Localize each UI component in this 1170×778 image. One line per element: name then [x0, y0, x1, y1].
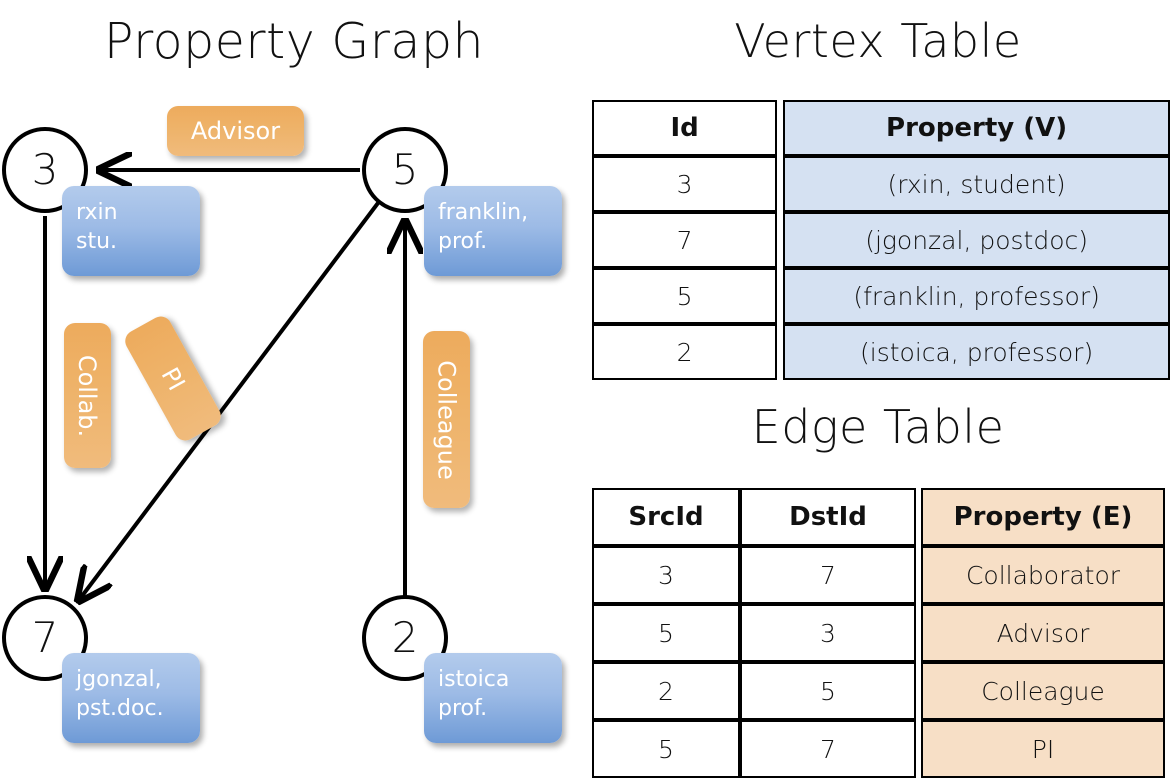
graph-node-3-label: 3: [31, 145, 59, 194]
table-header-row: SrcId DstId Property (E): [592, 488, 1165, 546]
vertex-property-box-5-line2: prof.: [438, 229, 488, 254]
edge-table-container: SrcId DstId Property (E) 3 7 Collaborato…: [592, 488, 1165, 778]
edge-row-2-srcid: 2: [592, 662, 740, 720]
edge-table-column-gap: [916, 546, 921, 604]
vertex-property-box-7: jgonzal, pst.doc.: [62, 653, 200, 743]
edge-table-column-gap: [916, 604, 921, 662]
table-row[interactable]: 3 (rxin, student): [592, 156, 1170, 212]
vertex-property-box-2-line1: istoica: [438, 667, 510, 692]
property-graph-panel: Property Graph 3 5 7 2 rxin stu. frankli…: [0, 0, 588, 760]
graph-node-5[interactable]: 5: [362, 127, 448, 213]
edge-table-column-gap: [916, 662, 921, 720]
table-header-row: Id Property (V): [592, 100, 1170, 156]
vertex-row-3-property: (istoica, professor): [783, 324, 1170, 380]
edge-label-collab-text: Collab.: [73, 354, 102, 437]
vertex-row-3-id: 2: [592, 324, 778, 380]
vertex-row-0-property: (rxin, student): [783, 156, 1170, 212]
edge-label-colleague: Colleague: [423, 331, 470, 508]
edge-row-2-property: Colleague: [921, 662, 1165, 720]
edge-row-3-dstid: 7: [740, 720, 916, 778]
table-row[interactable]: 2 (istoica, professor): [592, 324, 1170, 380]
edge-table-column-gap: [916, 488, 921, 546]
vertex-property-box-7-line1: jgonzal,: [76, 667, 162, 692]
vertex-table-header-property: Property (V): [783, 100, 1170, 156]
edge-table-header-property: Property (E): [921, 488, 1165, 546]
vertex-row-2-property: (franklin, professor): [783, 268, 1170, 324]
edge-5-to-7: [79, 201, 380, 600]
vertex-property-box-3-line2: stu.: [76, 229, 118, 254]
edge-row-1-property: Advisor: [921, 604, 1165, 662]
graph-node-2[interactable]: 2: [362, 595, 448, 681]
edge-table-column-gap: [916, 720, 921, 778]
vertex-table-column-gap: [777, 212, 784, 268]
edge-row-0-property: Collaborator: [921, 546, 1165, 604]
edge-label-colleague-text: Colleague: [432, 359, 461, 480]
table-row[interactable]: 7 (jgonzal, postdoc): [592, 212, 1170, 268]
edge-row-0-dstid: 7: [740, 546, 916, 604]
graph-edges-layer: [0, 0, 588, 760]
table-row[interactable]: 5 3 Advisor: [592, 604, 1165, 662]
vertex-row-0-id: 3: [592, 156, 778, 212]
page-title-edge-table: Edge Table: [751, 400, 1005, 454]
graph-node-7-label: 7: [31, 613, 59, 662]
vertex-table-container: Id Property (V) 3 (rxin, student) 7 (jgo…: [592, 100, 1170, 380]
vertex-property-box-2: istoica prof.: [424, 653, 562, 743]
vertex-table-header-id: Id: [592, 100, 778, 156]
edge-table-header-srcid: SrcId: [592, 488, 740, 546]
vertex-table-column-gap: [777, 324, 784, 380]
edge-table: SrcId DstId Property (E) 3 7 Collaborato…: [592, 488, 1165, 778]
table-row[interactable]: 3 7 Collaborator: [592, 546, 1165, 604]
edge-row-1-dstid: 3: [740, 604, 916, 662]
vertex-table-column-gap: [777, 100, 784, 156]
vertex-property-box-3: rxin stu.: [62, 186, 200, 276]
vertex-property-box-3-line1: rxin: [76, 200, 118, 225]
vertex-row-1-id: 7: [592, 212, 778, 268]
edge-row-3-property: PI: [921, 720, 1165, 778]
edge-label-pi-text: PI: [155, 362, 191, 395]
graph-node-2-label: 2: [391, 613, 419, 662]
vertex-property-box-5-line1: franklin,: [438, 200, 529, 225]
edge-row-1-srcid: 5: [592, 604, 740, 662]
page-title-vertex-table: Vertex Table: [734, 14, 1022, 68]
vertex-row-1-property: (jgonzal, postdoc): [783, 212, 1170, 268]
graph-node-5-label: 5: [391, 145, 419, 194]
table-row[interactable]: 2 5 Colleague: [592, 662, 1165, 720]
edge-label-collab: Collab.: [64, 323, 111, 468]
edge-row-0-srcid: 3: [592, 546, 740, 604]
vertex-property-box-2-line2: prof.: [438, 696, 488, 721]
vertex-table: Id Property (V) 3 (rxin, student) 7 (jgo…: [592, 100, 1170, 380]
edge-table-header-dstid: DstId: [740, 488, 916, 546]
table-row[interactable]: 5 (franklin, professor): [592, 268, 1170, 324]
edge-row-3-srcid: 5: [592, 720, 740, 778]
edge-label-advisor-text: Advisor: [190, 117, 281, 145]
vertex-table-column-gap: [777, 268, 784, 324]
vertex-property-box-5: franklin, prof.: [424, 186, 562, 276]
edge-row-2-dstid: 5: [740, 662, 916, 720]
page-title-property-graph: Property Graph: [103, 13, 485, 70]
vertex-row-2-id: 5: [592, 268, 778, 324]
table-row[interactable]: 5 7 PI: [592, 720, 1165, 778]
vertex-table-column-gap: [777, 156, 784, 212]
edge-label-advisor: Advisor: [167, 106, 304, 156]
vertex-property-box-7-line2: pst.doc.: [76, 696, 164, 721]
